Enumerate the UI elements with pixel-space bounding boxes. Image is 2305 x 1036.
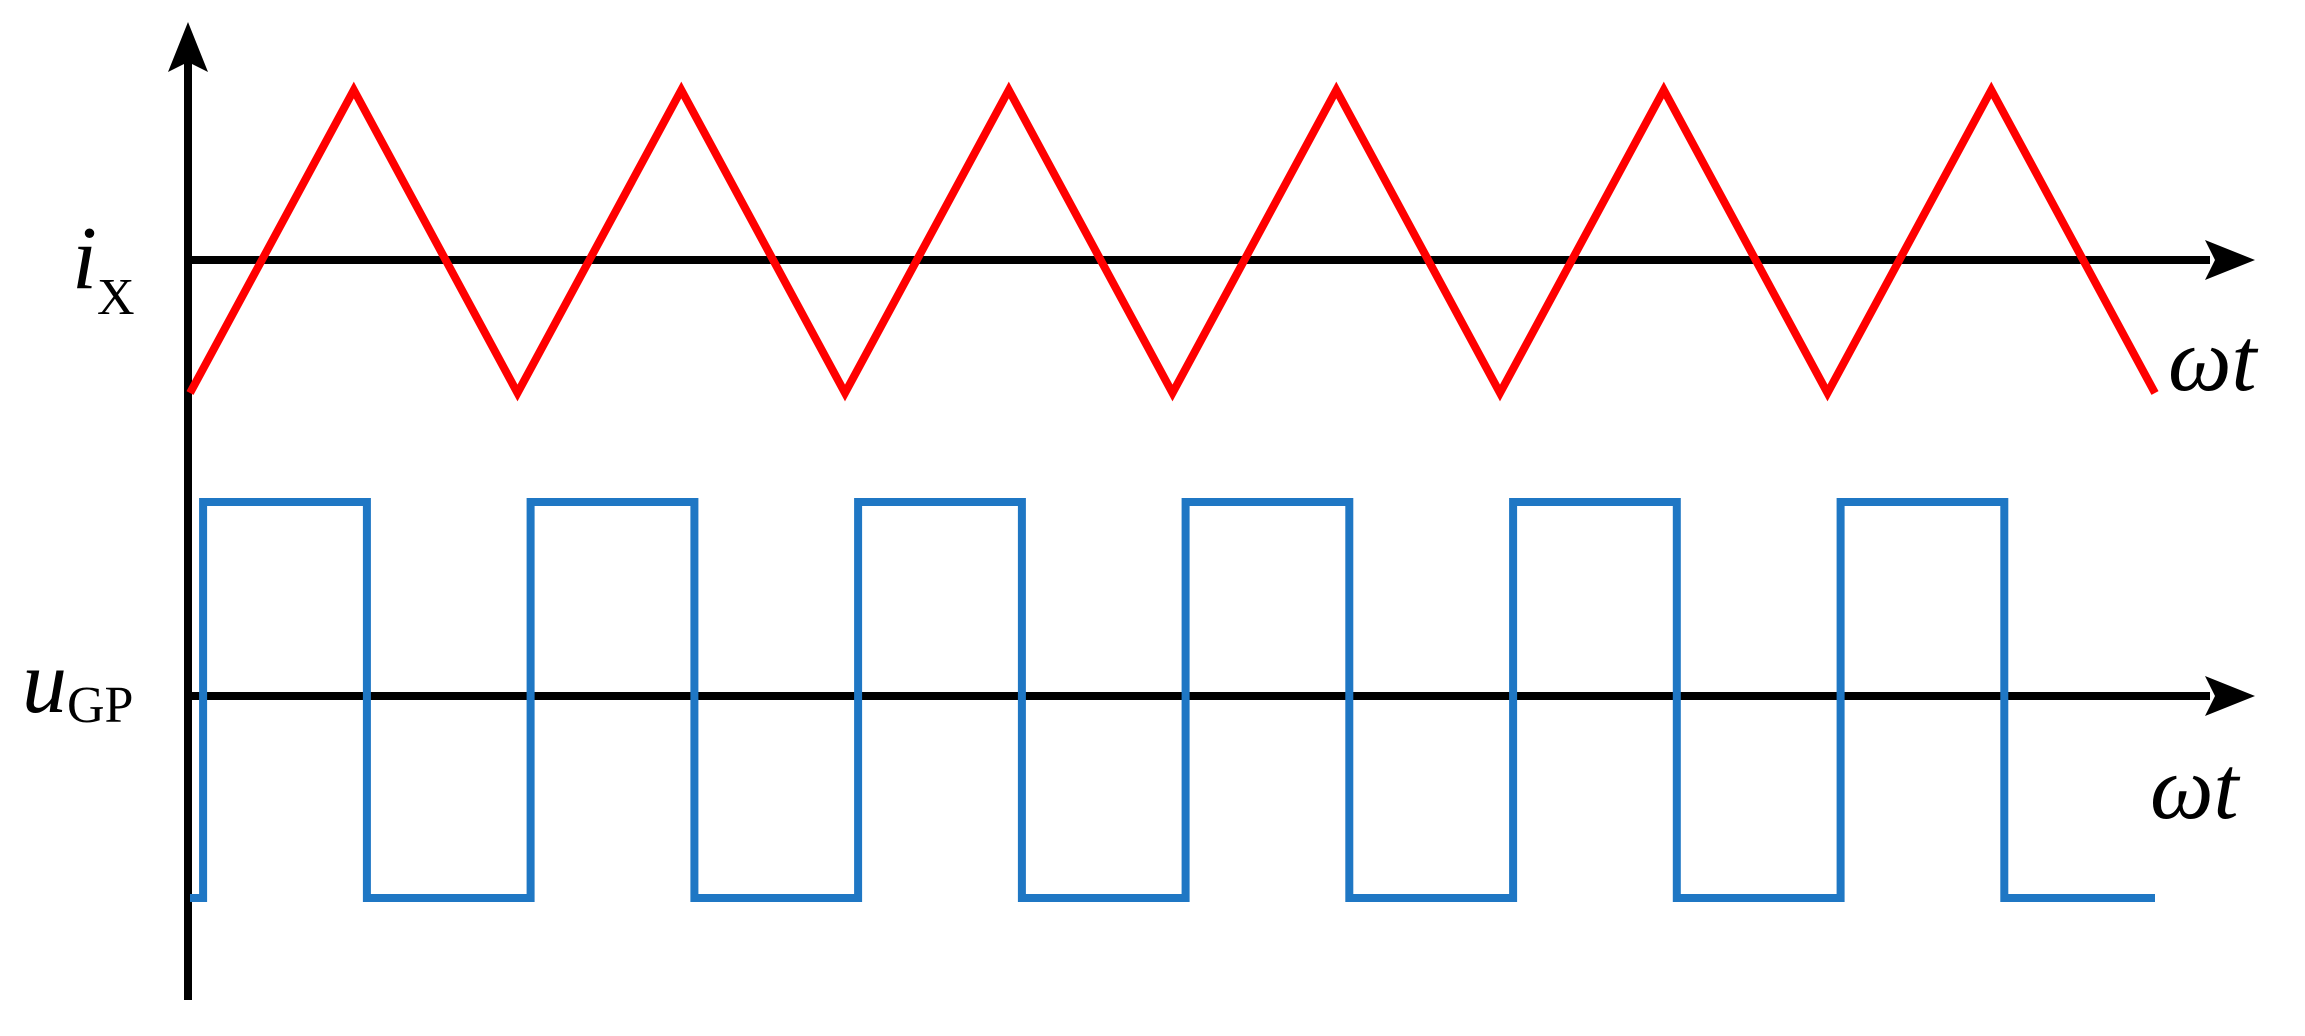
- current-label: iX: [72, 209, 135, 326]
- top-time-axis-arrow: [2205, 240, 2255, 280]
- current-triangle-wave: [186, 81, 2159, 402]
- current-label-subscript: X: [97, 269, 135, 326]
- voltage-label-subscript: GP: [67, 677, 133, 734]
- voltage-label: uGP: [22, 633, 133, 734]
- voltage-square-wave: [190, 498, 2155, 902]
- voltage-label-main: u: [22, 633, 67, 732]
- vertical-axis-arrow: [168, 22, 208, 72]
- bottom-axis-label: ωt: [2150, 739, 2241, 838]
- bottom-time-axis-arrow: [2205, 676, 2255, 716]
- current-label-main: i: [72, 209, 97, 308]
- top-axis-label: ωt: [2168, 311, 2259, 410]
